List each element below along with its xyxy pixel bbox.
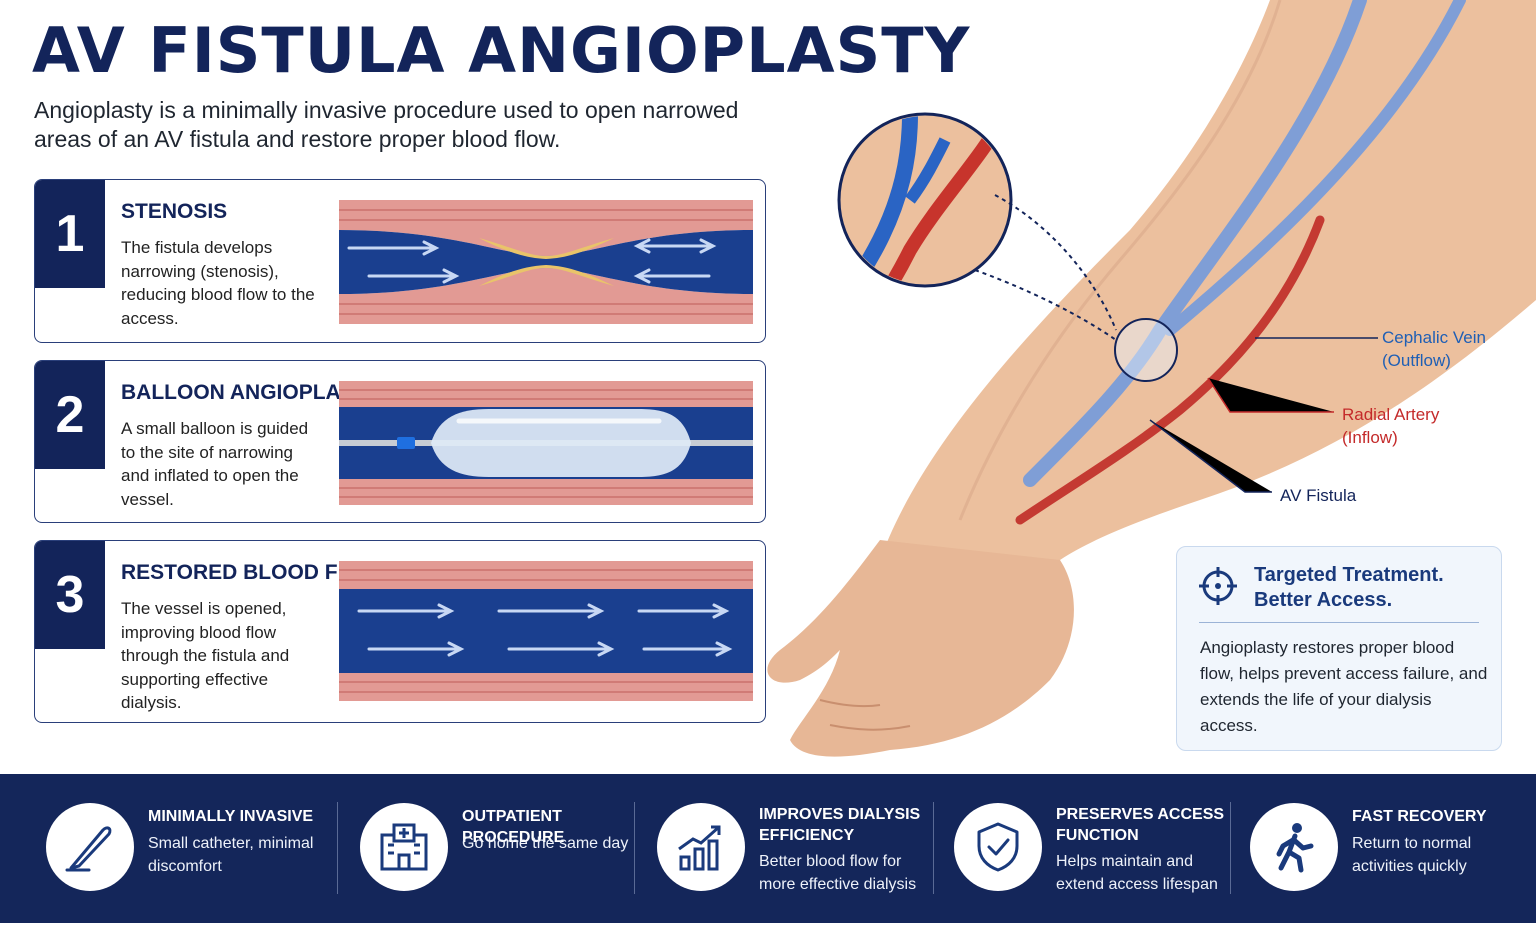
av-fistula-label: AV Fistula: [1280, 486, 1357, 505]
benefit-icon-circle: [1250, 803, 1338, 891]
walking-icon: [1276, 823, 1314, 873]
benefit-item-5: FAST RECOVERY Return to normal activitie…: [1238, 774, 1535, 923]
footer-divider: [337, 802, 338, 894]
balloon-vessel-illustration: [339, 381, 753, 505]
benefit-title-4: PRESERVES ACCESS FUNCTION: [1056, 806, 1225, 844]
promo-divider: [1199, 622, 1479, 623]
benefit-icon-circle: [657, 803, 745, 891]
chart-up-icon: [678, 825, 721, 871]
footer-divider: [1230, 802, 1231, 894]
step-card-1: 1 STENOSIS The fistula develops narrowin…: [34, 179, 766, 343]
target-icon: [1199, 567, 1237, 605]
cephalic-vein-sub: (Outflow): [1382, 351, 1451, 370]
promo-title-line2: Better Access.: [1254, 589, 1393, 611]
shield-check-icon: [977, 822, 1019, 872]
benefit-item-1: MINIMALLY INVASIVE Small catheter, minim…: [34, 774, 331, 923]
benefit-item-2: OUTPATIENT PROCEDURE Go home the same da…: [348, 774, 645, 923]
promo-text: Angioplasty restores proper blood flow, …: [1200, 638, 1488, 735]
footer-divider: [634, 802, 635, 894]
benefit-title-2: OUTPATIENT PROCEDURE: [462, 808, 565, 846]
benefit-desc-4: Helps maintain and extend access lifespa…: [1056, 853, 1218, 893]
benefits-footer: MINIMALLY INVASIVE Small catheter, minim…: [0, 774, 1536, 923]
promo-title-line1: Targeted Treatment.: [1254, 564, 1444, 586]
step-card-3: 3 RESTORED BLOOD FLOW The vessel is open…: [34, 540, 766, 723]
benefit-title-5: FAST RECOVERY: [1352, 808, 1487, 825]
benefit-desc-1: Small catheter, minimal discomfort: [148, 835, 314, 875]
step-number-3: 3: [35, 541, 105, 649]
benefit-title-3: IMPROVES DIALYSIS EFFICIENCY: [759, 806, 921, 844]
footer-divider: [933, 802, 934, 894]
benefit-item-3: IMPROVES DIALYSIS EFFICIENCY Better bloo…: [645, 774, 942, 923]
step-text-1: The fistula develops narrowing (stenosis…: [121, 238, 315, 328]
radial-artery-label: Radial Artery (Inflow): [1342, 403, 1439, 449]
step-title-3: RESTORED BLOOD FLOW: [121, 561, 387, 584]
promo-title: Targeted Treatment. Better Access.: [1254, 563, 1444, 613]
benefit-desc-3: Better blood flow for more effective dia…: [759, 853, 917, 893]
benefit-desc-2: Go home the same day: [462, 835, 629, 852]
restored-flow-vessel-illustration: [339, 561, 753, 701]
radial-artery-name: Radial Artery: [1342, 405, 1440, 424]
step-number-2: 2: [35, 361, 105, 469]
hospital-icon: [380, 823, 428, 871]
cephalic-vein-label: Cephalic Vein (Outflow): [1382, 326, 1486, 372]
intro-text: Angioplasty is a minimally invasive proc…: [34, 97, 739, 152]
benefit-desc-5: Return to normal activities quickly: [1352, 835, 1472, 875]
step-title-2: BALLOON ANGIOPLASTY: [121, 381, 382, 404]
benefit-icon-circle: [46, 803, 134, 891]
stenosis-vessel-illustration: [339, 200, 753, 324]
arm-illustration: [767, 0, 1536, 757]
step-number-1: 1: [35, 180, 105, 288]
scalpel-icon: [65, 826, 112, 872]
radial-artery-sub: (Inflow): [1342, 428, 1398, 447]
step-text-2: A small balloon is guided to the site of…: [121, 419, 309, 509]
benefit-title-1: MINIMALLY INVASIVE: [148, 808, 314, 825]
step-card-2: 2 BALLOON ANGIOPLASTY A small balloon is…: [34, 360, 766, 523]
page-title: AV FISTULA ANGIOPLASTY: [32, 14, 971, 87]
step-title-1: STENOSIS: [121, 200, 228, 223]
benefit-icon-circle: [954, 803, 1042, 891]
benefit-item-4: PRESERVES ACCESS FUNCTION Helps maintain…: [942, 774, 1239, 923]
benefit-icon-circle: [360, 803, 448, 891]
step-text-3: The vessel is opened, improving blood fl…: [121, 599, 290, 712]
promo-card: Targeted Treatment. Better Access. Angio…: [1176, 546, 1502, 751]
cephalic-vein-name: Cephalic Vein: [1382, 328, 1486, 347]
